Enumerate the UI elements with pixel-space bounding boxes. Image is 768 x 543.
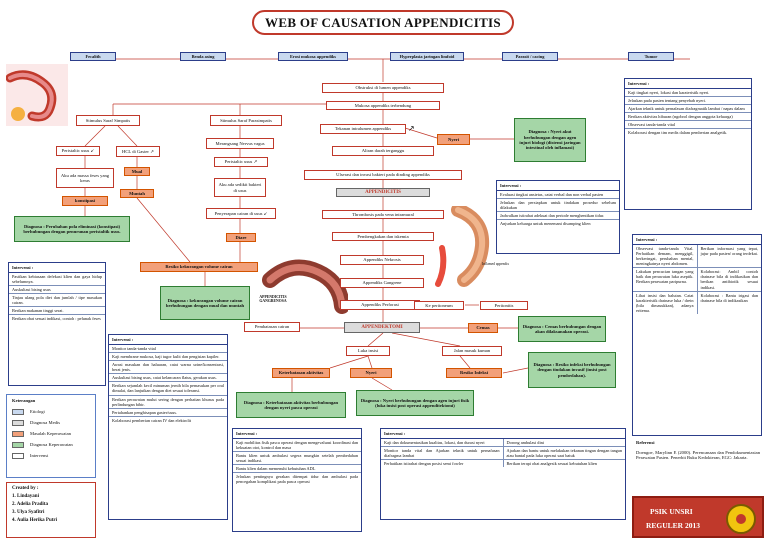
legend-swatch bbox=[12, 419, 24, 426]
node-hcl: HCL di Gaster ↗ bbox=[116, 146, 160, 157]
dx-nyeri-akut: Diagnosa : Nyeri akut berhubungan dengan… bbox=[514, 118, 586, 162]
gangrenosa-label: APPENDICITIS GANGRENOSA bbox=[259, 295, 287, 303]
node-obstruksi: Obstruksi di lumen appendiks bbox=[322, 83, 444, 93]
node-ulserasi: Ulserasi dan invasi bakteri pada dinding… bbox=[304, 170, 462, 180]
node-luka-insisi: Luka insisi bbox=[346, 346, 390, 356]
intervention-resiko-infeksi: Intervensi : Observasi tanda-tanda Vital… bbox=[632, 234, 762, 436]
intervention-nyeri-post: Intervensi : Kaji dan dokumentasikan kua… bbox=[380, 428, 626, 520]
node-peristaltik-turun: Peristaltic usus ↙ bbox=[56, 146, 100, 156]
dx-cemas: Diagnosa : Cemas berhubungan dengan akan… bbox=[518, 316, 606, 342]
intervention-keterbatasan-aktivitas: Intervensi : Kaji mobilitas fisik pasca … bbox=[232, 428, 362, 532]
gangrene-appendix-icon bbox=[262, 250, 348, 314]
node-tekanan: Tekanan intralumen appendiks bbox=[320, 124, 406, 134]
node-cemas: Cemas bbox=[468, 323, 498, 333]
node-akumulasi-feses: Aku ada massa feses yang keras bbox=[56, 168, 114, 188]
legend-swatch bbox=[12, 408, 24, 415]
legend-item: Diagnosa Keperawatan bbox=[12, 439, 90, 450]
node-peristaltik-naik: Peristaltic usus ↗ bbox=[214, 157, 268, 167]
cause-hyperplasia: Hyperplasia jaringan limfoid bbox=[390, 52, 464, 61]
dx-konstipasi: Diagnosa : Perubahan pola eliminasi (kon… bbox=[14, 216, 130, 242]
university-logo-icon bbox=[726, 504, 756, 534]
node-resiko-kekurangan-cairan: Resiko kekurangan volume cairan bbox=[140, 262, 258, 272]
node-saraf-parasimpatis: Stimulus Saraf Parasimpatis bbox=[210, 115, 282, 126]
node-konstipasi: konstipasi bbox=[62, 196, 108, 206]
intervention-cemas: Intervensi : Evaluasi tingkat ansietas, … bbox=[496, 180, 620, 254]
node-nervus-vagus: Merangsang Nervus vagus bbox=[206, 138, 274, 149]
intervention-konstipasi: Intervensi : Pastikan kebiasaan defekasi… bbox=[8, 262, 106, 386]
arrow-up-icon: ↗ bbox=[408, 124, 415, 133]
node-appendicitis: APPENDICITIS bbox=[336, 188, 430, 197]
node-saraf-simpatis: Stimulus Saraf Simpatis bbox=[76, 115, 140, 126]
cause-parasit: Parasit / cacing bbox=[502, 52, 558, 61]
intervention-nyeri-akut: Intervensi : Kaji tingkat nyeri, lokasi … bbox=[624, 78, 752, 210]
legend-item: Diagnosa Medis bbox=[12, 417, 90, 428]
node-mual: Mual bbox=[124, 167, 150, 176]
node-pembatasan-cairan: Pembatasan cairan bbox=[244, 322, 300, 332]
node-pembengkakan: Pembengkakan dan iskemia bbox=[332, 232, 434, 241]
dx-kekurangan-cairan: Diagnosa : kekurangan volume cairan berh… bbox=[160, 286, 250, 320]
credits: Created by : 1. Lindayani 2. Adelia Prad… bbox=[6, 482, 96, 538]
dx-resiko-infeksi: Diagnosa : Resiko infeksi berhubungan de… bbox=[528, 352, 616, 388]
node-ke-peritoneum: Ke peritoneum bbox=[414, 301, 464, 310]
dx-nyeri-post: Diagnosa : Nyeri berhubungan dengan agen… bbox=[356, 390, 474, 416]
legend-swatch bbox=[12, 430, 24, 437]
legend: Keterangan Etiologi Diagnosa Medis Masal… bbox=[6, 394, 96, 478]
node-penyerapan-cairan: Penyerapan cairan di usus ↙ bbox=[206, 208, 276, 219]
cause-benda-asing: Benda asing bbox=[180, 52, 226, 61]
legend-swatch bbox=[12, 452, 24, 459]
arrow-down-icon: ↙ bbox=[90, 148, 95, 154]
node-keterbatasan-aktivitas: Keterbatasan aktivitas bbox=[272, 368, 330, 378]
node-peritonitis: Peritonitis bbox=[480, 301, 528, 310]
node-perforasi: Appendiks Perforasi bbox=[340, 300, 420, 310]
cause-fecalith: Fecalith bbox=[70, 52, 116, 61]
arrow-down-icon: ↙ bbox=[263, 210, 268, 216]
cause-tumor: Tumor bbox=[628, 52, 674, 61]
arrow-up-icon: ↗ bbox=[253, 159, 258, 165]
legend-item: Intervensi bbox=[12, 450, 90, 461]
page-title: WEB OF CAUSATION APPENDICITIS bbox=[252, 10, 514, 35]
node-aliran: Aliran darah terganggu bbox=[332, 146, 434, 156]
node-mukosa: Mukosa appendiks terbendung bbox=[326, 101, 440, 110]
legend-item: Masalah Keperawatan bbox=[12, 428, 90, 439]
cause-erosi-mukosa: Erosi mukosa appendiks bbox=[278, 52, 348, 61]
colon-illustration-icon bbox=[6, 64, 68, 126]
node-jalan-masuk: Jalan masuk kuman bbox=[442, 346, 502, 356]
node-muntah: Muntah bbox=[120, 189, 154, 198]
node-thrombosis: Thrombosis pada vena intramural bbox=[322, 210, 444, 219]
node-appendektomi: APPENDEKTOMI bbox=[344, 322, 420, 333]
node-sedikit-bakteri: Aku ada sedikit bakteri di usus bbox=[214, 178, 266, 197]
inflamed-appendix-label: Inflamed appendix bbox=[482, 262, 510, 266]
arrow-up-icon: ↗ bbox=[150, 148, 154, 154]
inflamed-appendix-icon bbox=[424, 206, 504, 290]
node-nyeri-post: Nyeri bbox=[350, 368, 392, 378]
reference: Referensi Doengoe, Marylinn E (2000). Pe… bbox=[636, 440, 760, 461]
node-nyeri-akut: Nyeri bbox=[437, 134, 470, 145]
intervention-kekurangan-cairan: Intervensi : Monitor tanda-tanda vital K… bbox=[108, 334, 228, 520]
node-gangrene: Appendiks Gangrene bbox=[340, 278, 424, 288]
node-diare: Diare bbox=[226, 233, 256, 242]
node-nekrosis: Appendiks Nekrosis bbox=[340, 255, 424, 265]
legend-item: Etiologi bbox=[12, 406, 90, 417]
legend-swatch bbox=[12, 441, 24, 448]
node-resiko-infeksi: Resiko Infeksi bbox=[446, 368, 502, 378]
dx-keterbatasan-aktivitas: Diagnosa : Keterbatasan aktivitas berhub… bbox=[236, 392, 346, 418]
institution-badge: PSIK UNSRI REGULER 2013 bbox=[632, 496, 764, 538]
